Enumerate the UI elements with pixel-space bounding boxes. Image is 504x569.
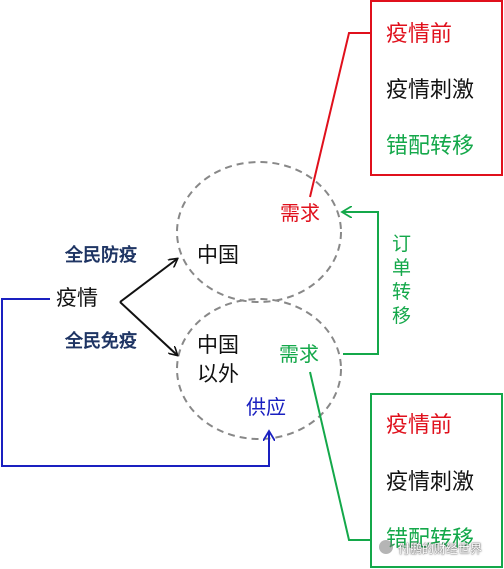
china-label: 中国: [197, 243, 239, 267]
pandemic-label: 疫情: [56, 286, 98, 310]
supply-feedback-line: [1, 298, 269, 467]
top-box-stimulus: 疫情刺激: [386, 78, 475, 103]
green-connector: [309, 371, 370, 541]
upper-path-label: 全民防疫: [65, 245, 137, 266]
order-shift-line: [343, 212, 379, 355]
lower-path-label: 全民免疫: [65, 331, 137, 352]
top-box-mismatch: 错配转移: [386, 134, 475, 159]
bottom-box-stimulus: 疫情刺激: [386, 470, 475, 495]
china-circle: [176, 161, 342, 303]
bottom-box-mismatch: 错配转移: [386, 527, 475, 552]
outside-label: 中国 以外: [197, 333, 239, 386]
arrow-to-outside: [119, 301, 177, 355]
outside-circle: [176, 298, 342, 440]
order-shift-label: 订单 转移: [392, 233, 412, 327]
top-box-before: 疫情前: [386, 22, 453, 47]
bottom-box-before: 疫情前: [386, 413, 453, 438]
watermark-logo-icon: [379, 540, 393, 554]
china-demand-label: 需求: [280, 201, 320, 225]
watermark-text: 付鹏的财经世界: [398, 542, 483, 556]
bottom-timeline-box: 疫情前 疫情刺激 错配转移: [370, 393, 503, 568]
red-connector: [309, 32, 370, 198]
arrow-to-china: [119, 259, 177, 303]
top-timeline-box: 疫情前 疫情刺激 错配转移: [370, 0, 503, 176]
outside-demand-label: 需求: [279, 342, 319, 366]
supply-label: 供应: [246, 395, 286, 419]
